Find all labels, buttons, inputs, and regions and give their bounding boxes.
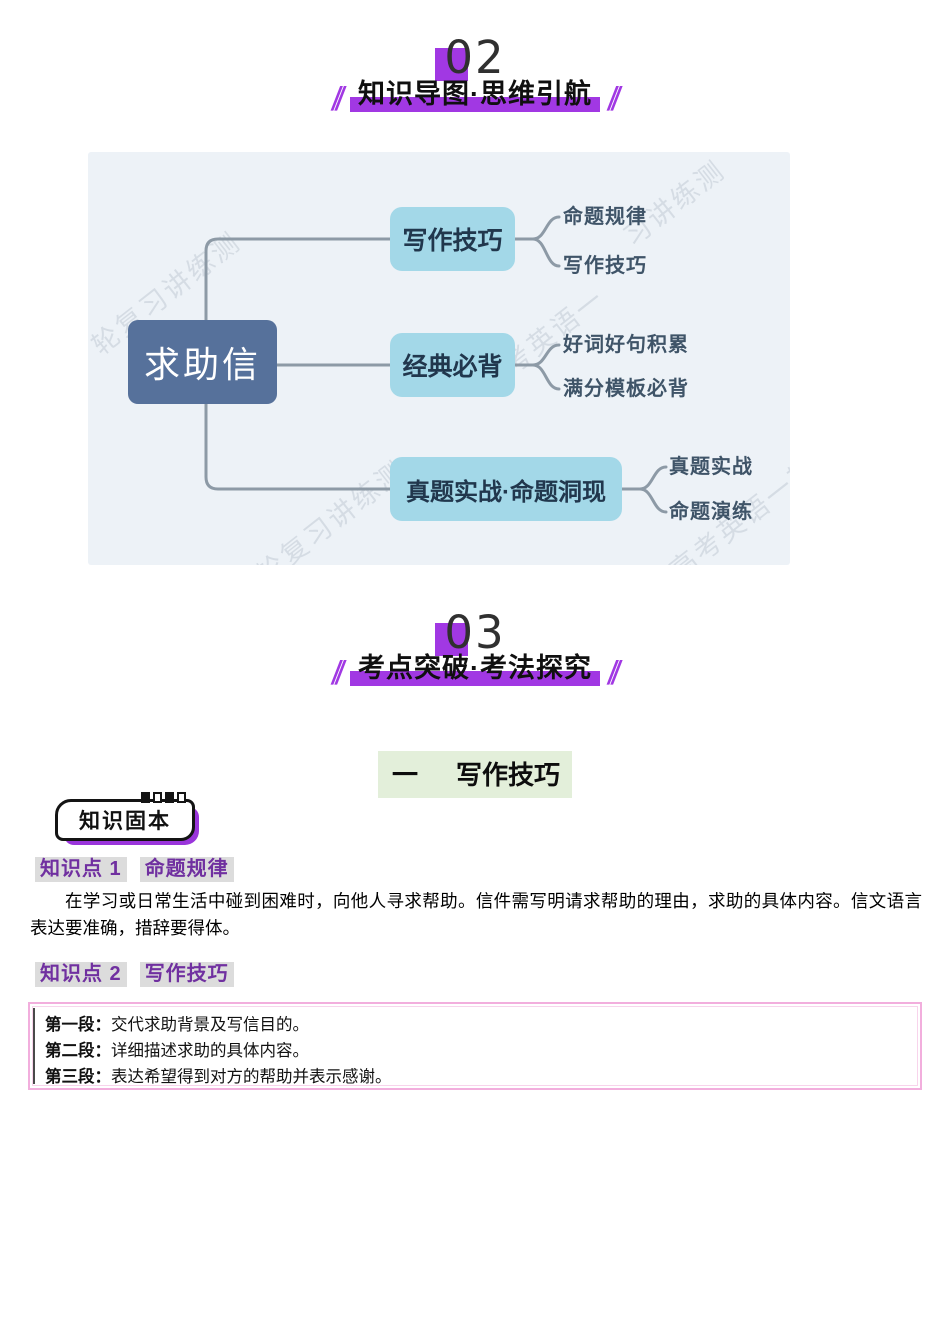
mindmap-leaf: 命题演练	[669, 501, 753, 523]
mindmap-branch-node: 真题实战·命题洞现	[390, 457, 622, 521]
badge-perforation-icons	[141, 792, 186, 803]
section-03-title: 考点突破·考法探究	[350, 652, 600, 686]
mindmap-leaf: 好词好句积累	[563, 334, 689, 356]
writing-structure-box: 第一段：交代求助背景及写信目的。 第二段：详细描述求助的具体内容。 第三段：表达…	[28, 1002, 922, 1090]
section-02-number-row: 02	[0, 33, 950, 83]
writing-structure-list: 第一段：交代求助背景及写信目的。 第二段：详细描述求助的具体内容。 第三段：表达…	[33, 1008, 916, 1086]
tip-text: 交代求助背景及写信目的。	[111, 1015, 309, 1034]
section-02-number: 02	[435, 33, 505, 83]
subheading-index: 一	[391, 760, 418, 790]
purple-bar-decoration	[350, 671, 600, 686]
double-slash-icon: ∥	[329, 658, 345, 685]
subheading-label: 写作技巧	[456, 760, 561, 790]
double-slash-icon: ∥	[605, 84, 621, 111]
purple-square-decoration	[435, 48, 469, 81]
kp1-title: 命题规律	[139, 857, 234, 882]
subheading-row: 一 写作技巧	[0, 751, 950, 798]
kp1-body-paragraph: 在学习或日常生活中碰到困难时，向他人寻求帮助。信件需写明请求帮助的理由，求助的具…	[30, 891, 922, 938]
tip-label: 第一段：	[45, 1015, 111, 1034]
mindmap-branch-node: 写作技巧	[390, 207, 515, 271]
badge-label: 知识固本	[55, 799, 195, 841]
tip-label: 第二段：	[45, 1041, 111, 1060]
knowledge-point-1-header: 知识点 1 命题规律	[35, 857, 234, 882]
double-slash-icon: ∥	[605, 658, 621, 685]
kp2-title: 写作技巧	[139, 962, 234, 987]
mindmap-connectors	[204, 215, 668, 514]
double-slash-icon: ∥	[329, 84, 345, 111]
mindmap-leaf: 满分模板必背	[563, 378, 689, 400]
purple-bar-decoration	[350, 97, 600, 112]
mindmap-root-node: 求助信	[128, 320, 277, 404]
mindmap-leaf: 命题规律	[563, 206, 647, 228]
section-03-title-row: ∥ 考点突破·考法探究 ∥	[0, 652, 950, 686]
mindmap-leaf: 真题实战	[669, 456, 753, 478]
mindmap-leaf: 写作技巧	[563, 255, 647, 277]
kp1-tag: 知识点 1	[35, 857, 127, 882]
knowledge-point-2-header: 知识点 2 写作技巧	[35, 962, 234, 987]
section-02-title-row: ∥ 知识导图·思维引航 ∥	[0, 78, 950, 112]
knowledge-base-badge: 知识固本	[55, 792, 210, 852]
tip-label: 第三段：	[45, 1067, 111, 1086]
tip-text: 表达希望得到对方的帮助并表示感谢。	[111, 1067, 392, 1086]
section-03-number-row: 03	[0, 608, 950, 658]
section-03-number: 03	[435, 608, 505, 658]
purple-square-decoration	[435, 623, 469, 656]
mindmap-branch-node: 经典必背	[390, 333, 515, 397]
mindmap-figure: 轮复习讲练测 习讲练测 考英语一 一轮复习讲练测 高考英语一轮 求助信 写作技巧…	[88, 152, 790, 565]
section-02-title: 知识导图·思维引航	[350, 78, 600, 112]
paragraph-tip-row: 第二段：详细描述求助的具体内容。	[45, 1038, 906, 1064]
tip-text: 详细描述求助的具体内容。	[111, 1041, 309, 1060]
paragraph-tip-row: 第三段：表达希望得到对方的帮助并表示感谢。	[45, 1064, 906, 1090]
subheading-writing-skills: 一 写作技巧	[377, 751, 573, 798]
paragraph-tip-row: 第一段：交代求助背景及写信目的。	[45, 1012, 906, 1038]
kp2-tag: 知识点 2	[35, 962, 127, 987]
